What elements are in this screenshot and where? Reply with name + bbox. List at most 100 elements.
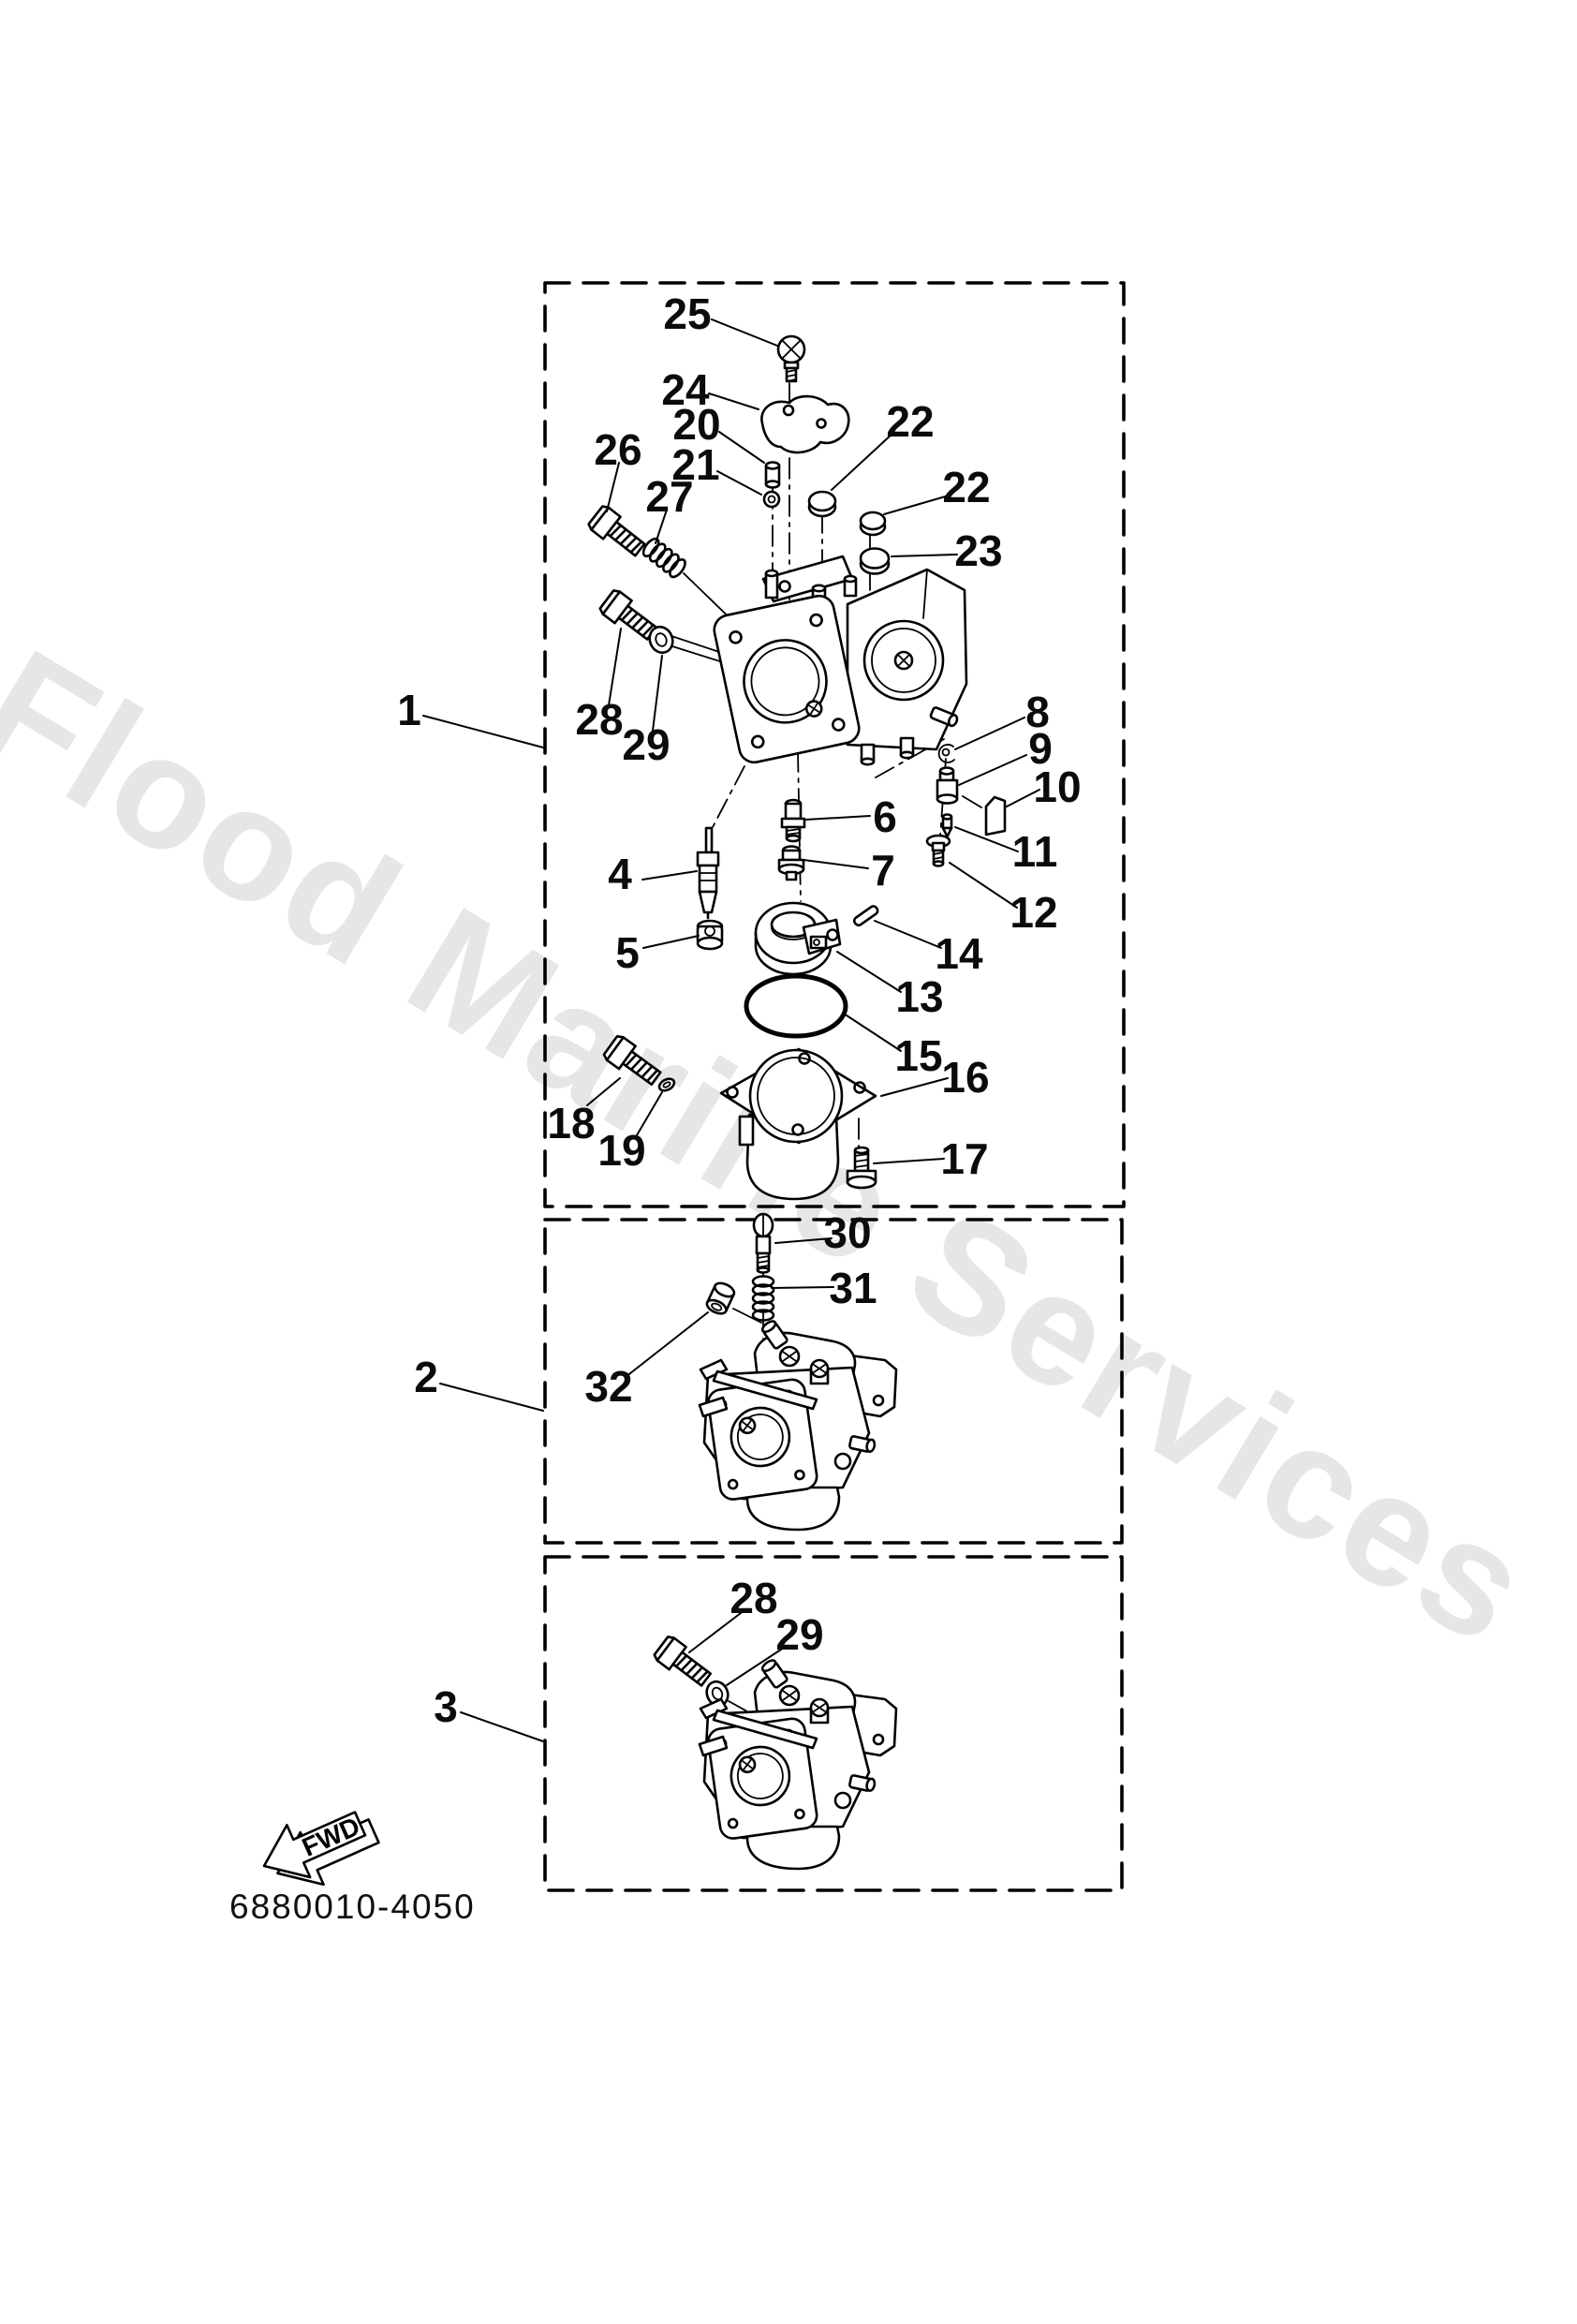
callout-31: 31 (829, 1264, 877, 1312)
callout-6: 6 (873, 792, 897, 841)
callout-29-leader (652, 655, 663, 732)
part-5-valve-seat-plug (696, 919, 724, 951)
callout-32: 32 (584, 1362, 632, 1411)
part-18-drain-bolt (600, 1032, 666, 1091)
part-22-rubber-plug-a (807, 490, 837, 518)
carburetor-assembly-2 (698, 1318, 898, 1532)
callout-22-leader (883, 495, 950, 515)
assembly-box-3 (543, 1555, 1124, 1892)
callout-15-leader (846, 1014, 902, 1052)
part-12-screw (925, 834, 951, 867)
callout-31-leader (771, 1286, 834, 1289)
callout-10: 10 (1033, 762, 1081, 811)
callout-17-leader (873, 1158, 945, 1164)
callout-11: 11 (1012, 827, 1058, 876)
callout-4-leader (641, 870, 698, 881)
part-6-main-nozzle (780, 798, 806, 843)
callout-28-leader (688, 1609, 745, 1653)
part-14-float-pin (852, 905, 879, 927)
callout-30: 30 (823, 1208, 871, 1257)
callout-11-leader (954, 826, 1019, 852)
callout-8: 8 (1025, 688, 1050, 736)
part-20-plug-cap (764, 461, 781, 489)
part-11-needle (941, 813, 953, 838)
callout-14-leader (874, 920, 942, 949)
part-29-washer (648, 625, 674, 655)
callout-28: 28 (575, 695, 623, 744)
callout-26: 26 (594, 425, 641, 474)
part-code: 6880010-4050 (229, 1887, 476, 1926)
callout-28: 28 (730, 1574, 777, 1622)
callout-5-leader (642, 935, 700, 949)
callout-22-leader (831, 432, 894, 491)
callout-20: 20 (672, 400, 720, 449)
callout-28-leader (608, 628, 622, 706)
callout-22: 22 (942, 463, 990, 511)
part-4-needle-valve-assembly (696, 826, 720, 920)
callout-9-leader (958, 754, 1027, 786)
part-24-gasket-plate (760, 394, 850, 454)
callout-29-leader (726, 1645, 788, 1686)
callout-3: 3 (434, 1682, 458, 1731)
part-26-bolt (585, 502, 650, 563)
callout-24-leader (708, 392, 759, 410)
part-15-o-ring-gasket (744, 973, 848, 1039)
callout-29: 29 (622, 720, 670, 769)
callout-8-leader (954, 717, 1025, 750)
assembly-box-2 (543, 1218, 1124, 1545)
part-22-rubber-plug-b (859, 511, 887, 537)
callout-13-leader (836, 951, 902, 993)
callout-2-leader (439, 1383, 544, 1412)
callout-16: 16 (941, 1053, 989, 1102)
callout-21: 21 (671, 440, 719, 489)
callout-19-leader (636, 1091, 663, 1136)
assembly-box-1 (543, 281, 1126, 1208)
callout-18: 18 (547, 1099, 595, 1147)
callout-3-leader (460, 1711, 544, 1742)
callout-27: 27 (645, 472, 693, 521)
part-25-pan-head-screw (776, 334, 806, 383)
part-17-drain-screw (846, 1146, 877, 1190)
part-13-float (754, 901, 842, 976)
callout-18-leader (586, 1077, 621, 1106)
part-19-o-ring-tiny (657, 1077, 676, 1092)
callout-25: 25 (663, 289, 711, 338)
callout-12-leader (949, 862, 1018, 909)
callout-12: 12 (1010, 888, 1057, 937)
callout-1: 1 (397, 686, 421, 734)
callout-16-leader (880, 1077, 949, 1097)
callout-4: 4 (608, 850, 632, 898)
callout-21-leader (716, 470, 762, 496)
callout-19: 19 (597, 1126, 645, 1175)
part-16-float-chamber (719, 1047, 877, 1201)
part-23-rubber-plug (859, 547, 891, 575)
callout-14: 14 (935, 929, 983, 978)
callout-2: 2 (414, 1353, 438, 1401)
part-7-main-jet (777, 845, 805, 881)
callout-30-leader (774, 1237, 833, 1244)
part-28-bolt-assembly3 (651, 1633, 716, 1693)
callout-7: 7 (871, 846, 895, 895)
callout-6-leader (804, 815, 871, 821)
callout-24: 24 (661, 365, 710, 414)
callout-13: 13 (895, 972, 943, 1021)
callout-29: 29 (775, 1610, 823, 1659)
callout-17: 17 (940, 1134, 988, 1183)
part-9-needle-valve-seat (936, 766, 959, 805)
callout-27-leader (655, 509, 668, 544)
part-30-pilot-screw (752, 1212, 774, 1274)
part-21-o-ring-small (762, 490, 781, 509)
part-8-clip (937, 744, 955, 763)
callout-7-leader (803, 859, 869, 869)
callout-20-leader (718, 431, 765, 464)
callout-23-leader (891, 554, 958, 557)
part-1-carburetor-body (713, 555, 968, 766)
callout-25-leader (711, 318, 778, 347)
part-27-spring (639, 535, 689, 581)
callout-23: 23 (954, 526, 1002, 575)
callout-9: 9 (1028, 724, 1053, 773)
callout-1-leader (422, 715, 544, 748)
